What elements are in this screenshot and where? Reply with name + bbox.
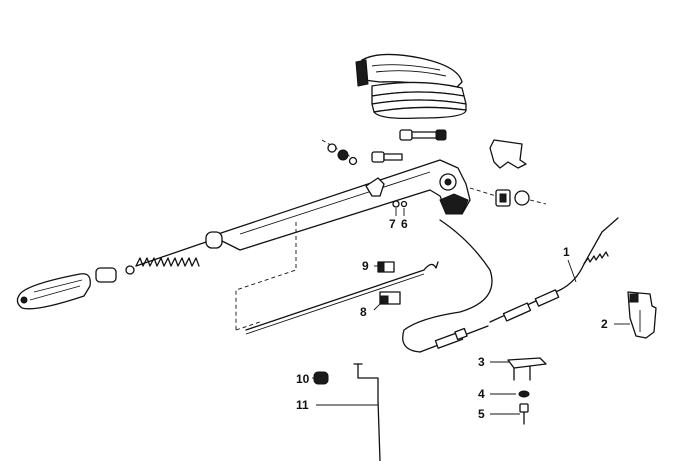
callout-11: 11: [296, 398, 309, 412]
washer-4: [518, 390, 530, 398]
callout-3: 3: [478, 355, 485, 369]
callout-5: 5: [478, 407, 485, 421]
bolt-upper: [399, 129, 447, 141]
callout-8: 8: [360, 305, 367, 319]
clip-8: [379, 291, 401, 305]
callout-2: 2: [601, 317, 608, 331]
pin-7: [392, 200, 400, 216]
leader-lines: [312, 259, 630, 415]
grommet-10: [313, 371, 329, 385]
handbrake-boot: [355, 53, 467, 120]
holder-3: [507, 357, 547, 381]
callout-10: 10: [296, 372, 310, 386]
pin-6: [400, 200, 408, 216]
brake-cable-right: [489, 217, 619, 323]
callout-4: 4: [478, 387, 485, 401]
callout-7: 7: [389, 217, 396, 231]
brake-cable-left: [402, 219, 493, 353]
bolt-lower: [371, 151, 403, 163]
linkage-lines: [235, 222, 297, 331]
pawl-rod-spring: [95, 241, 207, 283]
rod-11: [353, 363, 381, 461]
bolt-5: [519, 403, 529, 425]
cable-bracket-2: [627, 291, 657, 339]
clip-nut-right: [469, 187, 547, 207]
bracket-plate: [489, 139, 527, 169]
clip-9: [377, 261, 395, 273]
callout-9: 9: [362, 259, 369, 273]
handbrake-lever: [205, 159, 471, 251]
nut-washer-left: [321, 139, 358, 166]
hand-grip: [16, 273, 91, 310]
pull-rod: [245, 261, 439, 335]
callout-6: 6: [401, 217, 408, 231]
callout-1: 1: [563, 245, 570, 259]
